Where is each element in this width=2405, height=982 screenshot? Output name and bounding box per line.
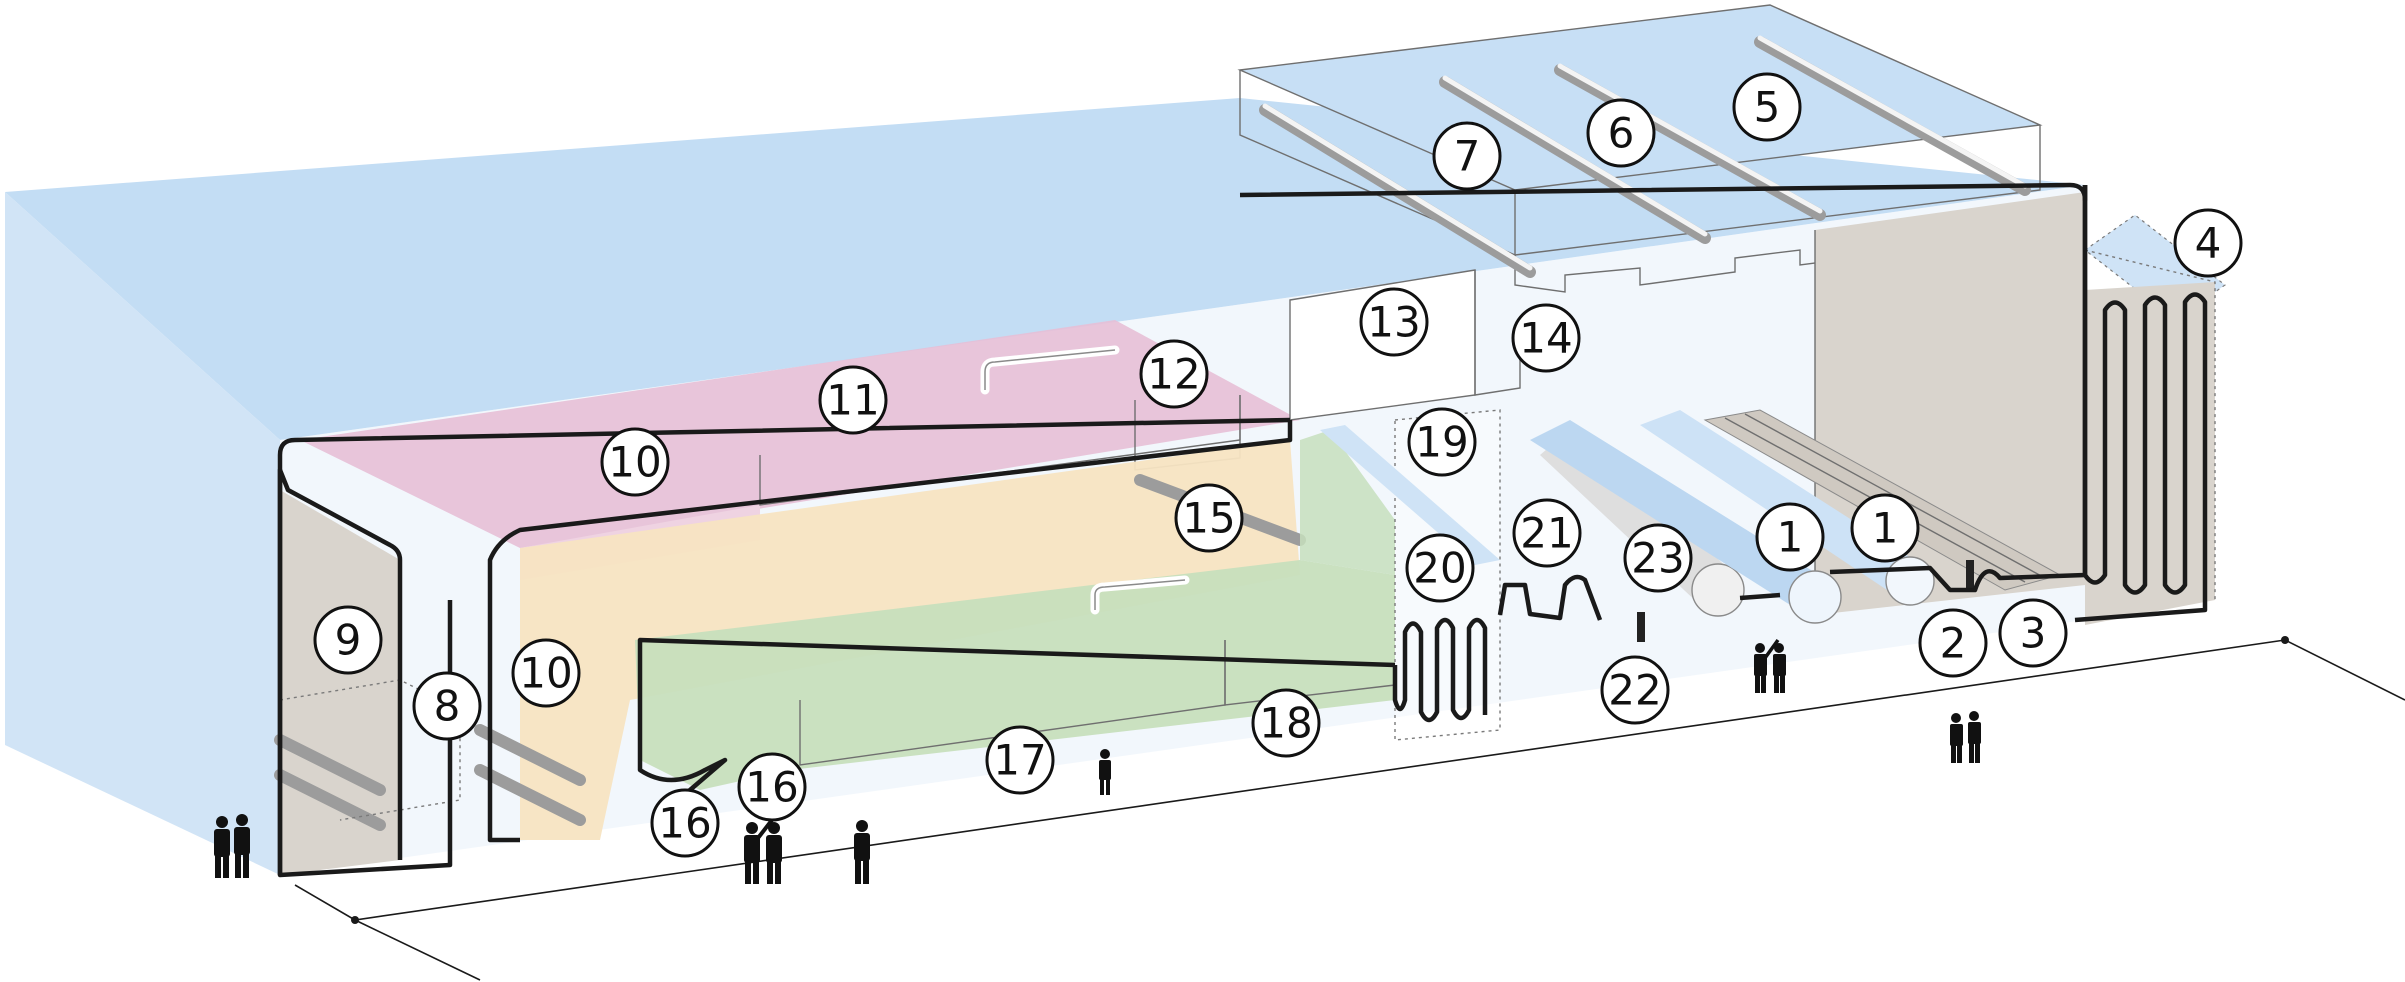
callout-11: 11 <box>818 365 888 435</box>
roof-rod-4-hi <box>1757 35 2028 189</box>
left-rod-1 <box>274 734 386 796</box>
svg-text:16: 16 <box>658 799 711 848</box>
person-icon <box>1099 749 1111 795</box>
left-rod-4 <box>474 764 586 826</box>
svg-text:5: 5 <box>1754 83 1781 132</box>
enclosure-front-face <box>5 192 280 875</box>
callout-12: 12 <box>1139 339 1209 409</box>
callout-1a: 1 <box>1755 502 1825 572</box>
callout-1b: 1 <box>1850 493 1920 563</box>
tower-blue-roll-19 <box>1320 425 1500 565</box>
process-strip-path <box>277 185 2088 878</box>
callout-22: 22 <box>1600 655 1670 725</box>
two-people-icon <box>214 814 250 878</box>
callout-9: 9 <box>313 605 383 675</box>
green-pipe-edge <box>1094 579 1186 610</box>
roof-rod-7-hi <box>1262 103 1533 271</box>
roll-21-end <box>1691 563 1745 617</box>
svg-text:21: 21 <box>1520 509 1573 558</box>
ground-line-node-left <box>351 916 359 924</box>
callout-8: 8 <box>412 671 482 741</box>
two-people-pointing-icon <box>1754 638 1786 693</box>
svg-text:19: 19 <box>1415 418 1468 467</box>
green-upper-ramp <box>1300 430 1395 575</box>
left-rod-3 <box>474 724 586 786</box>
callout-23: 23 <box>1623 523 1693 593</box>
ground-line-left-tail <box>354 919 481 981</box>
callout-4: 4 <box>2173 208 2243 278</box>
svg-text:12: 12 <box>1147 350 1200 399</box>
svg-text:2: 2 <box>1940 619 1967 668</box>
callout-20: 20 <box>1405 533 1475 603</box>
human-figures <box>214 638 1981 884</box>
splice-marker-22 <box>1637 612 1645 642</box>
svg-text:10: 10 <box>519 649 572 698</box>
callout-18: 18 <box>1251 688 1321 758</box>
svg-text:22: 22 <box>1608 666 1661 715</box>
accumulator-2 <box>1966 560 1974 590</box>
callouts: 1 1 2 3 4 5 6 7 8 9 10 10 11 12 13 14 15… <box>313 72 2243 858</box>
roll-1a-end <box>1788 570 1842 624</box>
loop-unit-front <box>2085 282 2215 625</box>
svg-text:17: 17 <box>993 736 1046 785</box>
callout-14: 14 <box>1511 303 1581 373</box>
callout-6: 6 <box>1586 98 1656 168</box>
callout-16a: 16 <box>737 752 807 822</box>
left-rod-2 <box>274 769 386 831</box>
callout-5: 5 <box>1732 72 1802 142</box>
green-box-18 <box>1224 640 1396 706</box>
callout-13: 13 <box>1359 287 1429 357</box>
svg-text:7: 7 <box>1454 132 1481 181</box>
svg-text:1: 1 <box>1777 513 1804 562</box>
callout-7: 7 <box>1432 121 1502 191</box>
process-strip-outer-frame <box>277 182 2088 875</box>
svg-text:23: 23 <box>1631 534 1684 583</box>
callout-17: 17 <box>985 725 1055 795</box>
svg-text:1: 1 <box>1872 504 1899 553</box>
svg-text:10: 10 <box>608 438 661 487</box>
svg-text:3: 3 <box>2020 609 2047 658</box>
ground-line-right-tail <box>2284 639 2405 701</box>
ground-line <box>294 636 2405 981</box>
callout-2: 2 <box>1918 608 1988 678</box>
svg-text:6: 6 <box>1608 109 1635 158</box>
green-section-surface <box>635 560 1395 790</box>
roof-rod-6 <box>1439 76 1711 244</box>
pink-pipe-edge <box>984 349 1116 390</box>
roof-rod-6-hi <box>1442 75 1708 237</box>
left-gray-chamber <box>274 490 586 875</box>
roof-rod-5 <box>1554 64 1826 221</box>
callout-10b: 10 <box>511 638 581 708</box>
callout-21: 21 <box>1512 498 1582 568</box>
pink-section-surface <box>300 320 1300 548</box>
loop-unit-dotted-outline <box>2084 249 2216 600</box>
svg-text:18: 18 <box>1259 699 1312 748</box>
two-people-pointing-icon <box>744 818 782 884</box>
callout-10a: 10 <box>600 427 670 497</box>
tower-serpentine-20 <box>1392 617 1488 723</box>
svg-text:8: 8 <box>434 682 461 731</box>
svg-text:20: 20 <box>1413 544 1466 593</box>
two-people-icon <box>1950 711 1981 763</box>
svg-text:16: 16 <box>745 763 798 812</box>
green-lower-section <box>635 430 1396 790</box>
ground-line-node-right <box>2281 636 2289 644</box>
roll-1b-end <box>1885 556 1935 606</box>
svg-text:13: 13 <box>1367 298 1420 347</box>
roof-rod-4 <box>1754 36 2031 196</box>
callout-19: 19 <box>1407 407 1477 477</box>
roof-equipment-box <box>1237 4 2043 293</box>
person-icon <box>854 820 870 884</box>
callout-3: 3 <box>1998 598 2068 668</box>
svg-text:15: 15 <box>1182 494 1235 543</box>
callout-16b: 16 <box>650 788 720 858</box>
svg-text:11: 11 <box>826 376 879 425</box>
svg-text:14: 14 <box>1519 314 1572 363</box>
roll-1a-body <box>1530 420 1835 608</box>
callout-15: 15 <box>1174 483 1244 553</box>
svg-text:9: 9 <box>335 616 362 665</box>
svg-text:4: 4 <box>2195 219 2222 268</box>
